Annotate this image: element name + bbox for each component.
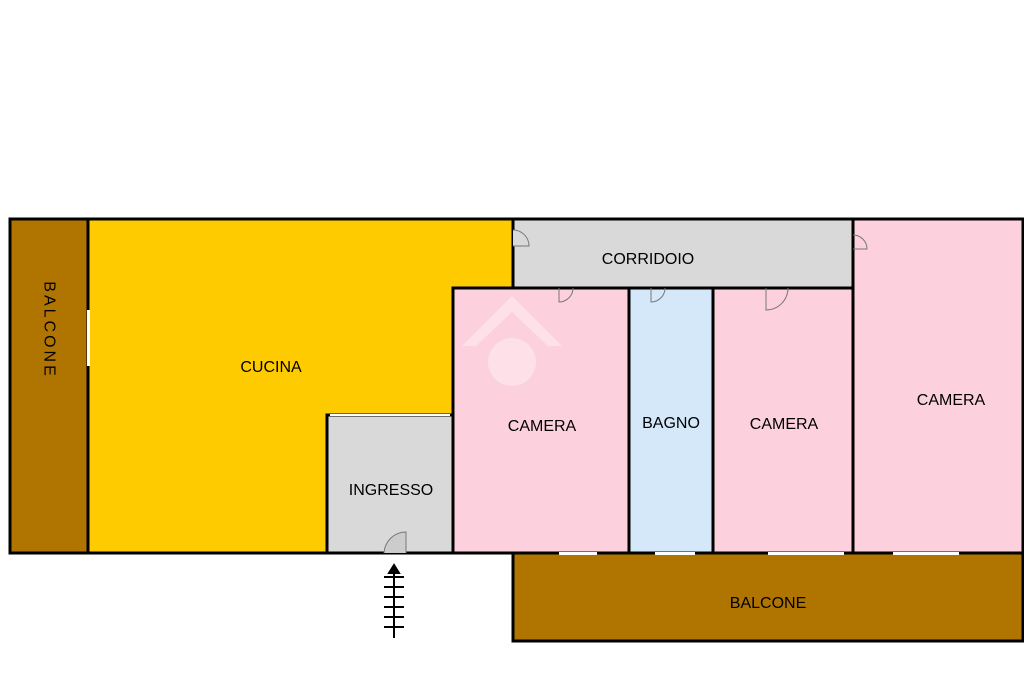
label-corridoio: CORRIDOIO bbox=[602, 251, 694, 268]
door-icon bbox=[512, 229, 530, 247]
door-icon bbox=[558, 287, 574, 303]
label-cucina: CUCINA bbox=[240, 359, 302, 376]
label-bagno: BAGNO bbox=[642, 415, 700, 432]
room-camera-1 bbox=[451, 286, 631, 555]
label-balcone-left: BALCONE bbox=[41, 281, 58, 378]
door-icon bbox=[765, 287, 789, 311]
entrance-door-icon bbox=[383, 531, 407, 554]
room-camera-3 bbox=[851, 217, 1024, 555]
label-camera-2: CAMERA bbox=[750, 416, 819, 433]
watermark-logo bbox=[462, 296, 562, 386]
entrance-stairs-arrow-icon bbox=[384, 563, 404, 638]
room-bagno bbox=[627, 286, 715, 555]
room-balcone-bottom bbox=[511, 551, 1024, 643]
door-icon bbox=[852, 234, 868, 250]
windows bbox=[87, 310, 959, 555]
label-camera-3: CAMERA bbox=[917, 392, 986, 409]
label-camera-1: CAMERA bbox=[508, 418, 577, 435]
room-corridoio bbox=[511, 217, 855, 290]
room-balcone-left bbox=[8, 217, 90, 555]
label-ingresso: INGRESSO bbox=[349, 482, 433, 499]
label-balcone-bottom: BALCONE bbox=[730, 595, 806, 612]
door-icon bbox=[650, 287, 666, 303]
